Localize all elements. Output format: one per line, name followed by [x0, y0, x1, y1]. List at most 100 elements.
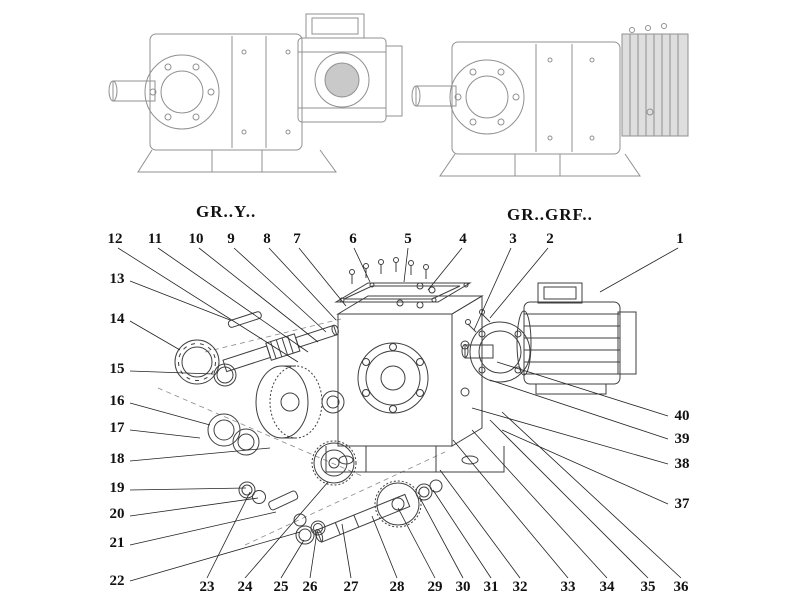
motor-exploded: [516, 282, 637, 395]
leader-line-32: [439, 469, 521, 579]
leader-line-8: [268, 247, 337, 321]
leader-line-12: [117, 247, 299, 363]
gear-housing: [451, 41, 621, 155]
leader-line-26: [309, 531, 318, 579]
leader-line-6: [353, 247, 371, 283]
leader-line-21: [129, 511, 277, 546]
leader-line-29: [397, 507, 436, 579]
callout-37: 37: [675, 496, 691, 512]
leader-lines: [117, 247, 682, 582]
callout-8: 8: [263, 231, 271, 247]
gear-housing-exploded: [325, 295, 505, 473]
callout-20: 20: [110, 506, 125, 522]
leader-line-5: [403, 247, 409, 283]
leader-line-22: [129, 531, 301, 582]
small-ring-gear: [321, 390, 345, 414]
mounting-foot: [261, 149, 337, 173]
leader-line-11: [157, 247, 309, 353]
callout-9: 9: [227, 231, 235, 247]
callout-15: 15: [110, 361, 125, 377]
leader-line-33: [452, 439, 569, 579]
callout-38: 38: [675, 456, 690, 472]
callout-1: 1: [676, 231, 684, 247]
axis-line: [244, 451, 446, 546]
callout-24: 24: [238, 579, 254, 595]
mounting-foot: [559, 153, 641, 177]
callout-5: 5: [404, 231, 412, 247]
leader-line-20: [129, 497, 259, 517]
callout-39: 39: [675, 431, 690, 447]
callout-27: 27: [344, 579, 360, 595]
leader-line-19: [129, 487, 247, 491]
mounting-foot: [439, 153, 516, 177]
callout-4: 4: [459, 231, 467, 247]
leader-line-28: [371, 515, 398, 579]
leader-line-2: [489, 247, 549, 319]
gearmotor-variant-grf-drawing: [411, 23, 689, 177]
leader-line-18: [129, 447, 271, 462]
callout-13: 13: [110, 271, 125, 287]
callout-23: 23: [200, 579, 215, 595]
callout-33: 33: [561, 579, 576, 595]
leader-line-37: [501, 429, 669, 505]
cover-bolts: [349, 257, 436, 294]
leader-line-4: [427, 247, 463, 291]
callout-11: 11: [148, 231, 162, 247]
leader-line-1: [599, 247, 679, 293]
callout-40: 40: [675, 408, 690, 424]
motor-flange-and-shaft: [461, 309, 531, 383]
axis-line: [204, 317, 346, 353]
callout-19: 19: [110, 480, 125, 496]
output-shaft-assembly: [295, 479, 443, 545]
leader-line-34: [471, 429, 608, 579]
leader-line-40: [496, 361, 669, 417]
callout-14: 14: [110, 311, 126, 327]
leader-line-27: [341, 523, 352, 579]
callout-35: 35: [641, 579, 656, 595]
gearmotor-variant-y-drawing: [108, 13, 403, 173]
leader-line-10: [198, 247, 319, 343]
guide-line: [157, 387, 363, 477]
leader-line-13: [129, 280, 231, 321]
callout-30: 30: [456, 579, 471, 595]
input-shaft-parts: [222, 311, 339, 373]
variant-label-grf: GR..GRF..: [507, 205, 593, 224]
leader-line-25: [280, 539, 305, 579]
callout-25: 25: [274, 579, 289, 595]
callout-12: 12: [108, 231, 123, 247]
motor-end-bell: [385, 45, 403, 117]
intermediate-gear: [311, 440, 357, 486]
mounting-foot: [137, 149, 213, 173]
callout-36: 36: [674, 579, 690, 595]
callout-21: 21: [110, 535, 125, 551]
leader-line-31: [432, 489, 492, 579]
callout-26: 26: [303, 579, 319, 595]
callout-7: 7: [293, 231, 301, 247]
variant-label-y: GR..Y..: [196, 202, 257, 221]
leader-line-38: [471, 407, 669, 465]
leader-line-15: [129, 370, 214, 375]
input-cover: [621, 33, 689, 137]
exploded-assembly-drawing: [157, 257, 637, 546]
callout-28: 28: [390, 579, 405, 595]
cover-plate: [334, 282, 472, 303]
callout-10: 10: [189, 231, 204, 247]
leader-line-36: [501, 411, 682, 579]
leader-line-35: [489, 419, 649, 579]
bearing-14: [174, 339, 220, 385]
callout-16: 16: [110, 393, 126, 409]
retaining-ring-15: [213, 363, 237, 387]
output-face: [449, 59, 525, 135]
callout-6: 6: [349, 231, 357, 247]
callout-29: 29: [428, 579, 443, 595]
leader-line-14: [129, 320, 181, 351]
output-shaft: [415, 85, 457, 107]
leader-line-7: [298, 247, 347, 307]
leader-line-24: [244, 481, 329, 579]
leader-line-30: [419, 497, 464, 579]
leader-line-16: [129, 402, 211, 426]
leader-line-3: [473, 247, 512, 331]
